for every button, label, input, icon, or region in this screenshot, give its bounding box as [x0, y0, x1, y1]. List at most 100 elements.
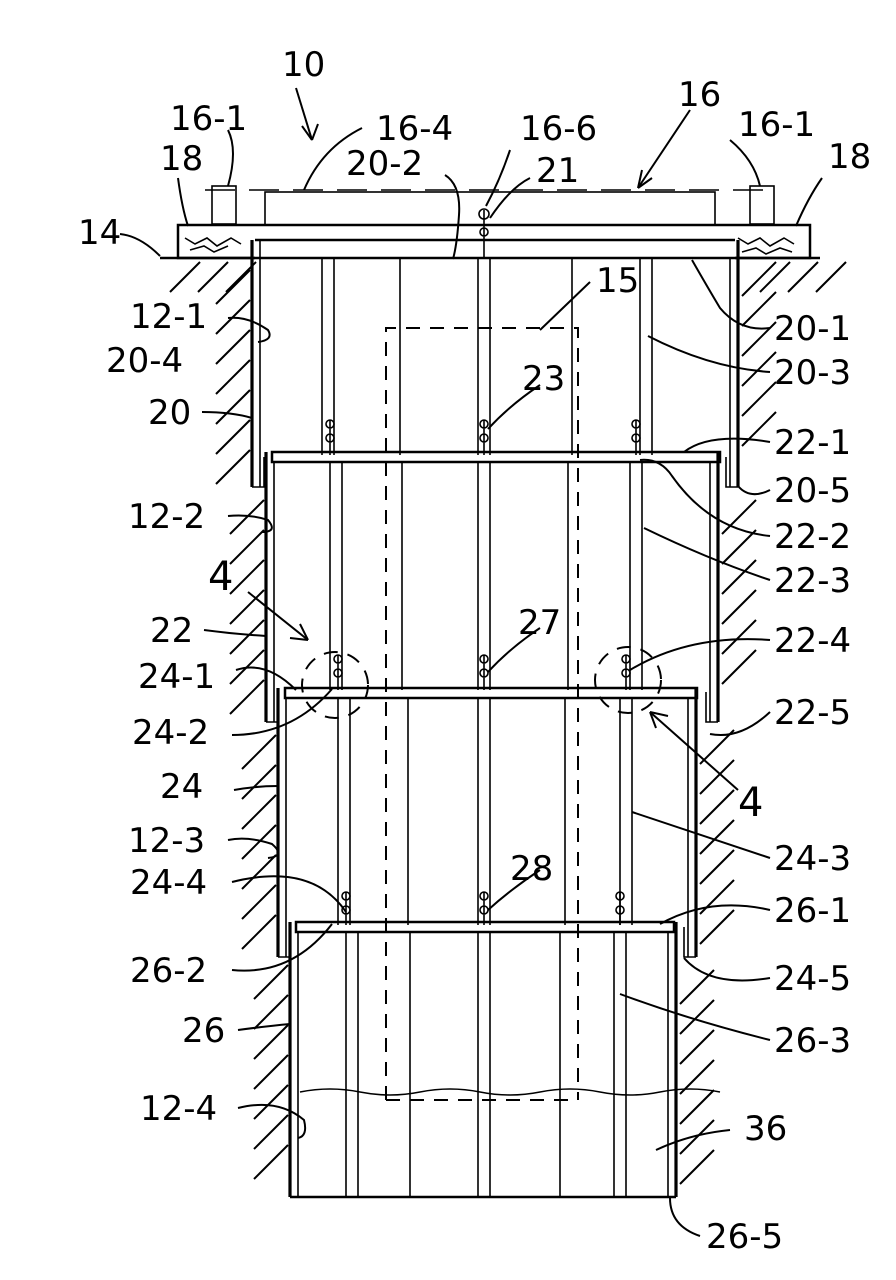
- soil-hatch-line: [254, 1145, 288, 1179]
- soil-hatch-line: [254, 1055, 288, 1089]
- leader-20: [202, 412, 252, 418]
- leader-22-1: [684, 439, 770, 452]
- label-24-2: 24-2: [132, 713, 209, 753]
- soil-hatch-line: [254, 1085, 288, 1119]
- label-20: 20: [148, 393, 191, 433]
- label-22-4: 22-4: [774, 621, 851, 661]
- soil-hatch-line: [216, 450, 250, 484]
- label-26-5: 26-5: [706, 1217, 783, 1257]
- soil-hatch-line: [254, 1115, 288, 1149]
- label-12-4: 12-4: [140, 1089, 217, 1129]
- label-20-1: 20-1: [774, 309, 851, 349]
- label-24-3: 24-3: [774, 839, 851, 879]
- hanger-28: [480, 892, 488, 925]
- section-22-lip-right: [706, 692, 718, 722]
- soil-hatch-line: [216, 360, 250, 394]
- hanger-22-4: [622, 655, 630, 690]
- soil-hatch-line: [230, 590, 264, 624]
- soil-hatch-line: [254, 1025, 288, 1059]
- soil-hatch-line: [242, 825, 276, 859]
- soil-hatch-line: [722, 530, 756, 564]
- label-12-1: 12-1: [130, 297, 207, 337]
- soil-hatch-line: [742, 262, 776, 296]
- label-18-left: 18: [160, 139, 203, 179]
- leader-20-5: [738, 486, 770, 494]
- leader-16-1b: [730, 140, 760, 186]
- soil-hatch-line: [788, 262, 818, 292]
- leader-22-4: [630, 639, 770, 670]
- lid-assembly: [178, 186, 810, 258]
- section-22-lip-left: [266, 692, 278, 722]
- label-28: 28: [510, 849, 553, 889]
- hanger-22-2: [326, 420, 334, 455]
- soil-hatch-line: [680, 1150, 714, 1184]
- hanger-26-right: [616, 892, 624, 925]
- label-24-1: 24-1: [138, 657, 215, 697]
- soil-hatch-line: [722, 590, 756, 624]
- ground-hatching: [170, 262, 846, 1184]
- label-18-right: 18: [828, 137, 871, 177]
- leader-4b: [650, 712, 738, 790]
- soil-hatch-line: [242, 795, 276, 829]
- soil-hatch-line: [242, 915, 276, 949]
- section-20-lip-left: [252, 457, 264, 487]
- soil-hatch-line: [722, 620, 756, 654]
- leader-26-5: [670, 1198, 700, 1236]
- soil-hatch-line: [816, 262, 846, 292]
- soil-hatch-line: [700, 760, 734, 794]
- soil-hatch-line: [242, 765, 276, 799]
- dashed-item-15: [386, 328, 578, 1100]
- leader-26-1: [660, 905, 770, 924]
- leader-20-1: [692, 260, 770, 329]
- lid-insulation-left: [185, 238, 241, 252]
- label-22-1: 22-1: [774, 423, 851, 463]
- label-12-2: 12-2: [128, 497, 205, 537]
- label-22-5: 22-5: [774, 693, 851, 733]
- label-26: 26: [182, 1011, 225, 1051]
- hanger-27: [480, 655, 488, 690]
- soil-hatch-line: [242, 735, 276, 769]
- label-15: 15: [596, 261, 639, 301]
- label-16-1-left: 16-1: [170, 99, 247, 139]
- label-22-3: 22-3: [774, 561, 851, 601]
- leader-12-4: [238, 1105, 305, 1138]
- soil-hatch-line: [680, 1030, 714, 1064]
- soil-hatch-line: [242, 855, 276, 889]
- label-20-2: 20-2: [346, 144, 423, 184]
- section-20: [252, 240, 738, 487]
- label-16: 16: [678, 75, 721, 115]
- label-21: 21: [536, 151, 579, 191]
- soil-hatch-line: [230, 560, 264, 594]
- soil-hatch-line: [198, 262, 228, 292]
- leader-26: [238, 1024, 290, 1030]
- label-26-1: 26-1: [774, 891, 851, 931]
- handle-left: [212, 186, 236, 224]
- section-22: [266, 420, 720, 722]
- section-24-plate: [285, 688, 697, 698]
- label-4-lower: 4: [738, 780, 763, 826]
- soil-hatch-line: [760, 262, 790, 292]
- label-22: 22: [150, 611, 193, 651]
- leader-18a: [178, 178, 188, 226]
- soil-hatch-line: [680, 1120, 714, 1154]
- liquid-level-36: [300, 1089, 720, 1095]
- leader-22-2: [640, 460, 770, 536]
- soil-hatch-line: [700, 910, 734, 944]
- label-23: 23: [522, 359, 565, 399]
- soil-hatch-line: [216, 330, 250, 364]
- soil-hatch-line: [722, 650, 756, 684]
- label-36: 36: [744, 1109, 787, 1149]
- soil-hatch-line: [216, 390, 250, 424]
- soil-hatch-line: [700, 850, 734, 884]
- hanger-23: [480, 420, 488, 455]
- leader-14: [120, 234, 160, 256]
- soil-hatch-line: [242, 885, 276, 919]
- label-10: 10: [282, 45, 325, 85]
- label-14: 14: [78, 213, 121, 253]
- label-4-upper: 4: [208, 554, 233, 600]
- soil-hatch-line: [170, 262, 200, 292]
- leader-18b: [796, 178, 822, 226]
- leader-20-2: [445, 175, 459, 259]
- leader-22: [204, 630, 266, 636]
